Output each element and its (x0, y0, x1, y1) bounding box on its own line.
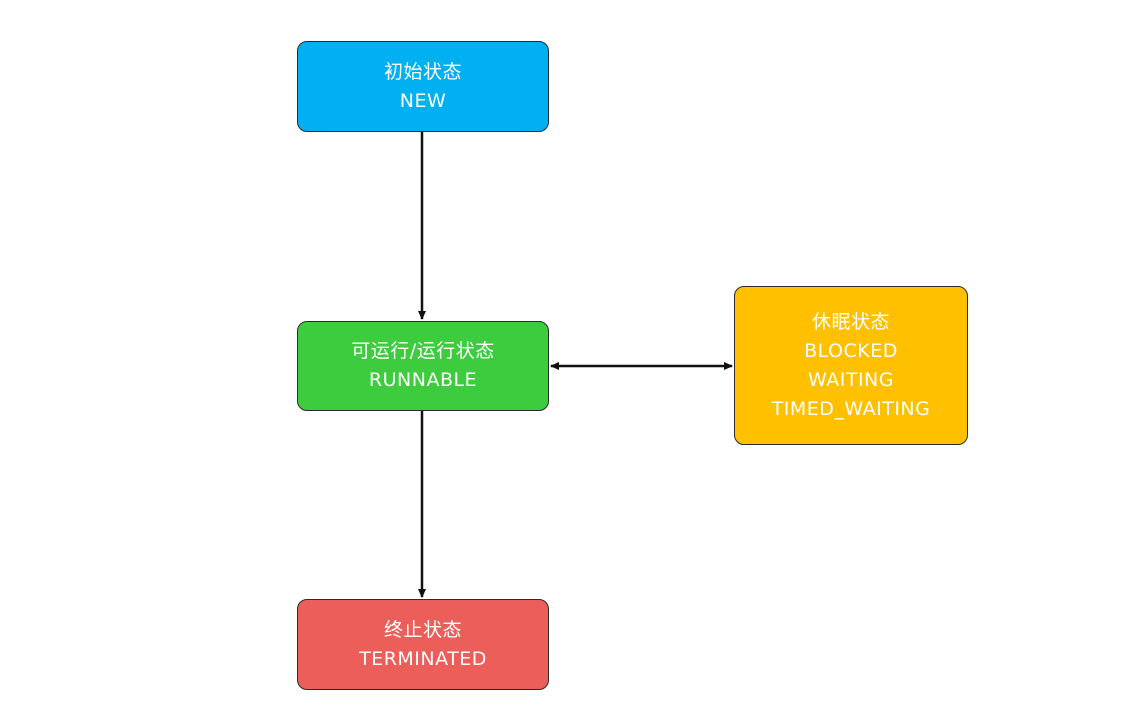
node-blocked-title: 休眠状态 (811, 310, 890, 333)
state-node-new: 初始状态 NEW (297, 41, 549, 132)
state-node-runnable: 可运行/运行状态 RUNNABLE (297, 321, 549, 411)
node-blocked-code-blocked: BLOCKED (804, 339, 898, 362)
node-blocked-code-timed-waiting: TIMED_WAITING (771, 397, 931, 420)
state-node-blocked: 休眠状态 BLOCKED WAITING TIMED_WAITING (734, 286, 968, 445)
node-blocked-code-waiting: WAITING (808, 368, 894, 391)
node-runnable-title: 可运行/运行状态 (351, 340, 495, 362)
node-runnable-code: RUNNABLE (368, 369, 478, 391)
node-new-title: 初始状态 (383, 60, 462, 83)
node-terminated-code: TERMINATED (359, 647, 487, 670)
state-node-terminated: 终止状态 TERMINATED (297, 599, 549, 690)
node-new-code: NEW (399, 89, 447, 112)
node-terminated-title: 终止状态 (383, 618, 462, 641)
